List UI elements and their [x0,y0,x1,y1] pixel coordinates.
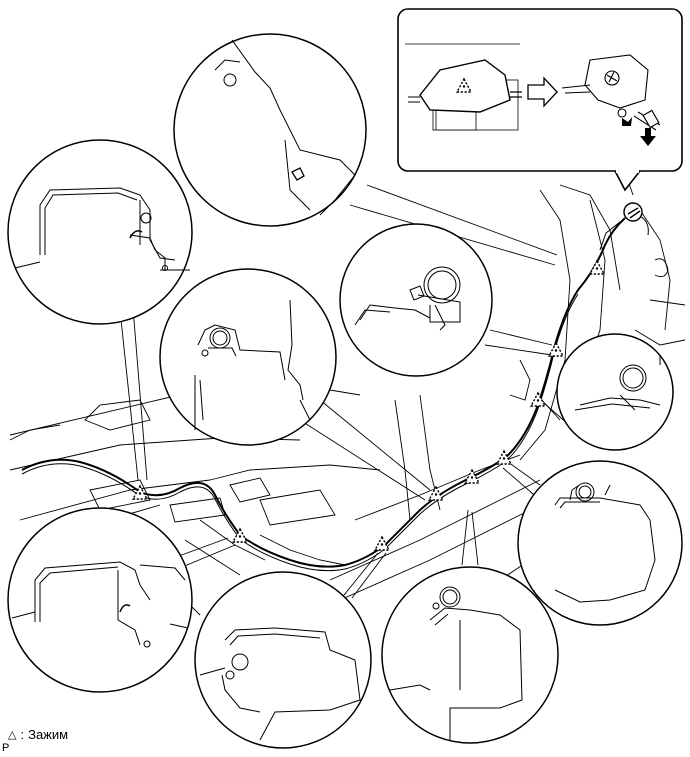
detail-drawings [11,39,661,741]
detail-circle-left-rear [7,507,193,693]
detail-circle-bottom-center [194,571,372,749]
detail-circle-rear-sill [556,333,674,451]
connector-detail-inset [397,8,683,192]
arrow-right-icon [527,76,558,108]
detail-circle-left-floor [7,139,193,325]
detail-circle-quarter [339,223,493,377]
detail-circle-right-sill [517,460,683,626]
detail-circles [7,33,683,749]
footer-code: P [2,742,10,754]
arrow-down-icon [622,117,656,146]
legend-label: Зажим [28,727,69,742]
legend: △ : Зажим [8,727,69,742]
detail-circle-upper-pillar [173,33,367,227]
detail-circle-center-floor [159,268,337,446]
clamp-triangle-icon: △ [8,729,17,741]
detail-circle-bottom-right [381,566,559,744]
